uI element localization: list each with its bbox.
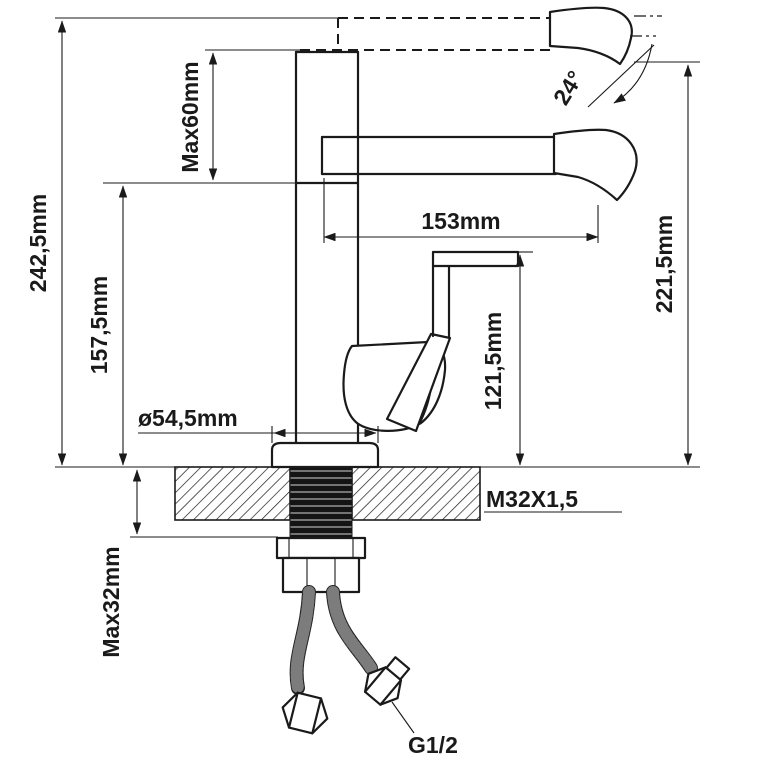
hex-fitting	[281, 691, 329, 735]
hex-facet-line	[287, 691, 299, 729]
spout-top-height-label: 221,5mm	[651, 215, 677, 313]
spout-bottom-height-label: 157,5mm	[86, 276, 112, 374]
tilt-reference-line	[587, 44, 655, 108]
spout-raised-position	[300, 6, 633, 66]
countertop-section	[174, 466, 481, 521]
tilt-angle-label: 24°	[548, 66, 588, 109]
lever-handle	[342, 250, 520, 433]
supply-hoses	[281, 585, 411, 735]
spout-tip	[552, 128, 638, 202]
overall-height-label: 242,5mm	[25, 194, 51, 292]
dimension-labels: 242,5mm Max60mm 157,5mm 153mm 221,5mm 12…	[25, 61, 677, 758]
handle-lever	[385, 332, 452, 433]
spout-lift-label: Max60mm	[177, 61, 203, 172]
mounting-washer	[275, 536, 367, 560]
hex-facet-line	[311, 697, 323, 735]
rotation-arc-arrow	[613, 43, 653, 104]
max-deck-thickness-label: Max32mm	[98, 546, 124, 657]
faucet-base	[270, 441, 380, 469]
dimension-lines	[57, 20, 693, 535]
hex-facet-line	[379, 679, 403, 706]
countertop-right	[351, 466, 481, 521]
spout-reach-label: 153mm	[421, 208, 500, 234]
right-hose	[326, 585, 378, 675]
g12-leader-line	[391, 701, 415, 734]
right-hose-fitting	[363, 656, 411, 706]
countertop-left	[174, 466, 291, 521]
mounting-hardware	[275, 463, 367, 594]
left-hose-fitting	[281, 691, 329, 735]
right-hose-braid	[327, 586, 377, 674]
handle-height-label: 121,5mm	[480, 312, 506, 410]
inlet-connection-label: G1/2	[408, 732, 458, 758]
mounting-thread-label: M32X1,5	[486, 486, 578, 512]
base-diameter-label: ø54,5mm	[138, 405, 238, 431]
handle-top-bar	[431, 250, 520, 268]
mounting-nut	[281, 556, 361, 594]
rotation-indicator	[587, 15, 662, 108]
hex-facet-line	[363, 666, 387, 693]
spout-lowered-position	[320, 128, 638, 202]
raised-spout-tip	[548, 6, 633, 66]
threaded-shank	[289, 463, 353, 539]
extension-lines	[55, 17, 700, 734]
left-hose-braid	[290, 586, 315, 694]
left-hose	[289, 585, 316, 695]
